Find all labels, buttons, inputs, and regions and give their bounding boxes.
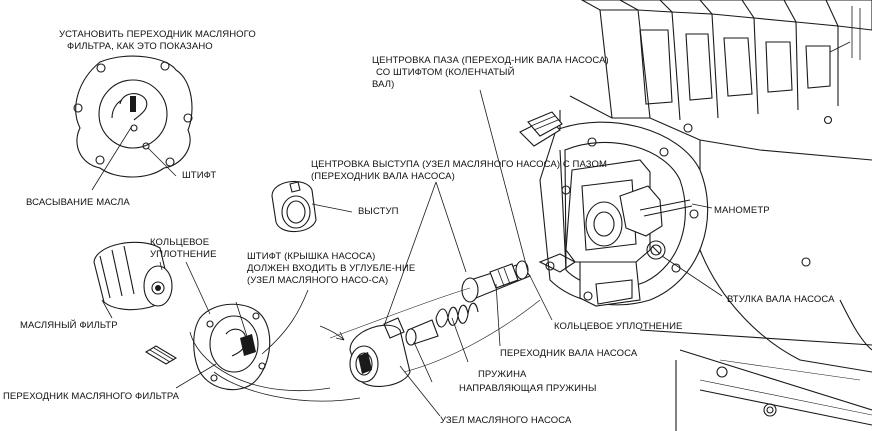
leader-lines <box>91 89 723 417</box>
filter-adapter-install-label: УСТАНОВИТЬ ПЕРЕХОДНИК МАСЛЯНОГО <box>59 29 256 40</box>
spring-guide-label: НАПРАВЛЯЮЩАЯ ПРУЖИНЫ <box>459 383 597 394</box>
filter-adapter-plate <box>73 55 193 178</box>
pin-cover-label-3: (УЗЕЛ МАСЛЯНОГО НАСО-СА) <box>247 275 389 286</box>
spring-label: ПРУЖИНА <box>478 369 527 380</box>
pin-cover-label-1: ШТИФТ (КРЫШКА НАСОСА) <box>247 251 376 262</box>
slot-centering-label-3: ВАЛ) <box>372 79 395 90</box>
crankcase-housing <box>547 0 872 431</box>
filter-adapter-install-label-2: ФИЛЬТРА, КАК ЭТО ПОКАЗАНО <box>67 41 213 52</box>
o-ring-left-label: КОЛЬЦЕВОЕ <box>150 237 210 248</box>
shaft-bushing-label: ВТУЛКА ВАЛА НАСОСА <box>727 294 835 305</box>
tab-centering-label-1: ЦЕНТРОВКА ВЫСТУПА (УЗЕЛ МАСЛЯНОГО НАСОСА… <box>311 159 608 170</box>
oil-filter-label: МАСЛЯНЫЙ ФИЛЬТР <box>20 320 118 331</box>
pump-flange <box>538 121 709 307</box>
pin-cover-label-2: ДОЛЖЕН ВХОДИТЬ В УГЛУБЛЕ-НИЕ <box>247 263 416 274</box>
gauge-label: МАНОМЕТР <box>714 205 770 216</box>
oil-pump-assembly-part <box>349 317 411 387</box>
oil-filter-part <box>93 241 173 311</box>
protrusion-label: ВЫСТУП <box>358 206 399 217</box>
pin-label: ШТИФТ <box>182 170 217 181</box>
protrusion-part <box>271 180 317 233</box>
o-ring-left-label-2: УПЛОТНЕНИЕ <box>150 249 217 260</box>
tab-centering-label-2: (ПЕРЕХОДНИК ВАЛА НАСОСА) <box>311 171 455 182</box>
slot-centering-label-2: СО ШТИФТОМ (КОЛЕНЧАТЫЙ <box>376 67 515 78</box>
filter-adapter-label: ПЕРЕХОДНИК МАСЛЯНОГО ФИЛЬТРА <box>3 391 180 402</box>
slot-centering-label-1: ЦЕНТРОВКА ПАЗА (ПЕРЕХОД-НИК ВАЛА НАСОСА) <box>372 55 609 66</box>
pump-shaft-adapter-part <box>461 260 531 303</box>
oil-suction-label: ВСАСЫВАНИЕ МАСЛА <box>26 197 130 208</box>
crankshaft-end <box>519 111 563 147</box>
shaft-adapter-label: ПЕРЕХОДНИК ВАЛА НАСОСА <box>500 348 638 359</box>
filter-adapter-part <box>144 303 271 391</box>
pump-assembly-label: УЗЕЛ МАСЛЯНОГО НАСОСА <box>440 415 572 426</box>
spring-guide-part <box>405 319 439 346</box>
spring-part <box>435 302 479 328</box>
o-ring-right-label: КОЛЬЦЕВОЕ УПЛОТНЕНИЕ <box>554 321 683 332</box>
